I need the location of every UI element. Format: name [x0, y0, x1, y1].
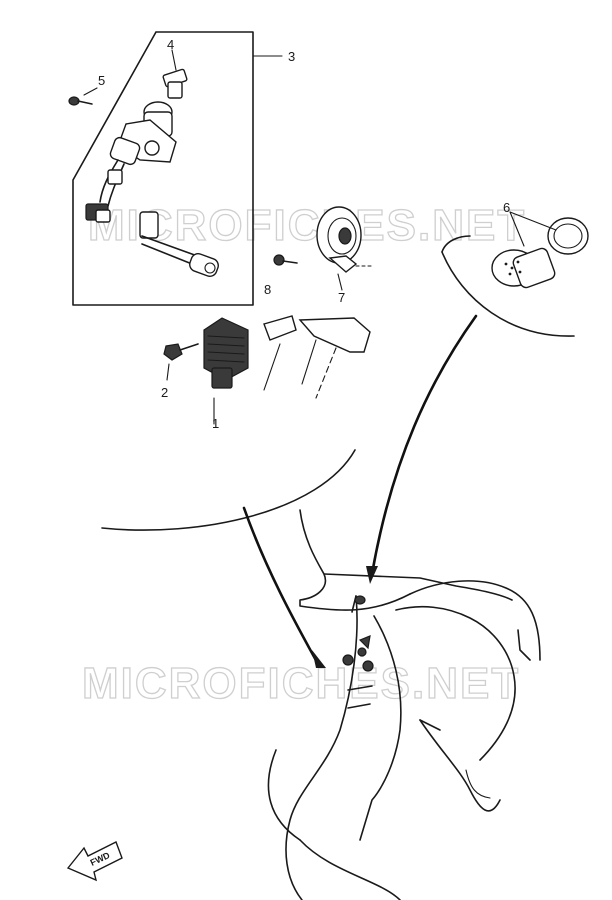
main-switch-group-panel	[72, 31, 283, 306]
watermark-bottom: MICROFICHES.NET	[82, 659, 520, 708]
callout-1: 1	[212, 416, 219, 431]
callout-8: 8	[264, 282, 271, 297]
part-4-key[interactable]	[162, 49, 188, 99]
scooter-outline	[267, 509, 541, 900]
part-7-horn[interactable]	[316, 206, 373, 291]
seat-lock-rod[interactable]	[139, 211, 220, 278]
callout-7: 7	[338, 290, 345, 305]
leader-arrows	[242, 314, 478, 668]
part-1-rectifier[interactable]	[203, 317, 249, 425]
regulator-inset-outline	[101, 449, 356, 531]
callout-6: 6	[503, 200, 510, 215]
part-2-bolt[interactable]	[163, 343, 199, 381]
callout-4: 4	[167, 37, 174, 52]
callout-2: 2	[161, 385, 168, 400]
meter-inset-outline	[441, 235, 575, 337]
part-6-meter[interactable]	[491, 211, 589, 289]
part-8-screw[interactable]	[273, 254, 298, 266]
main-switch-body[interactable]	[85, 101, 177, 223]
fwd-arrow-icon: FWD	[66, 841, 123, 882]
callout-5: 5	[98, 73, 105, 88]
callout-3: 3	[288, 49, 295, 64]
part-5-screw[interactable]	[68, 87, 98, 106]
bracket-pieces[interactable]	[263, 315, 371, 399]
